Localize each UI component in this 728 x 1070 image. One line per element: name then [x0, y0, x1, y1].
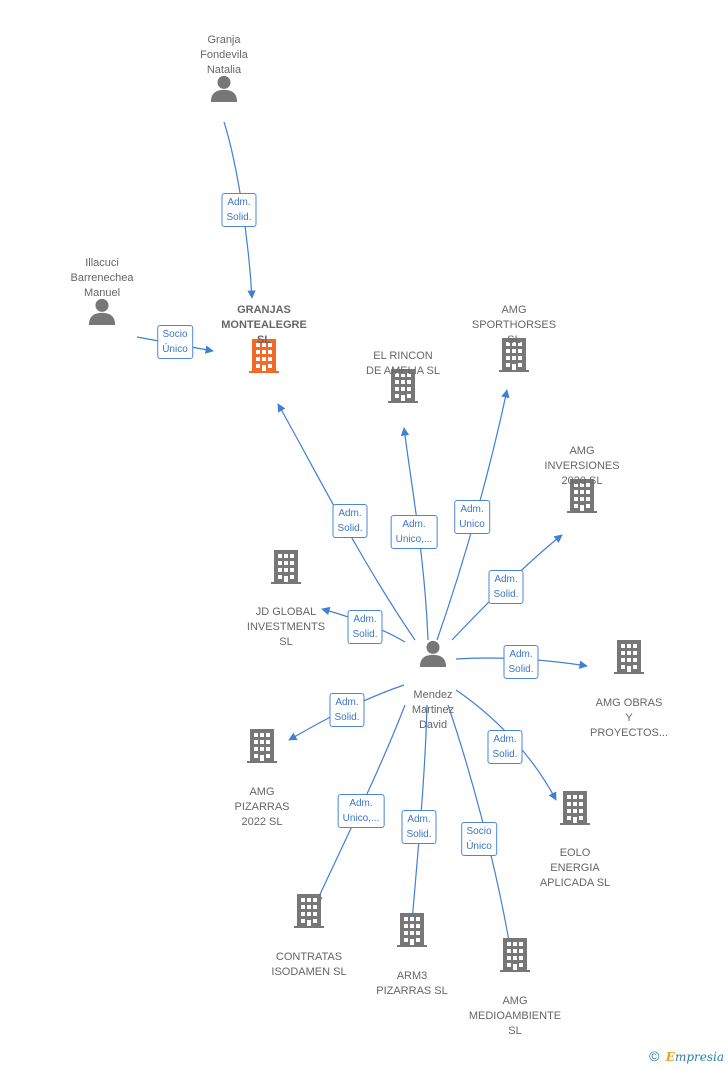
building-icon-contratas[interactable] — [294, 894, 324, 928]
edge-label-mendez-rincon[interactable]: Adm.Unico,... — [390, 515, 438, 549]
edge-label-mendez-contratas[interactable]: Adm.Unico,... — [337, 794, 385, 828]
building-icon-arm3[interactable] — [397, 913, 427, 947]
edge-mendez-medioambiente — [447, 704, 513, 948]
edge-label-mendez-obras[interactable]: Adm.Solid. — [503, 645, 539, 679]
building-icon-medioambiente[interactable] — [500, 938, 530, 972]
person-icon-illacuci[interactable] — [88, 298, 116, 325]
empresia-logo: Empresia — [665, 1050, 724, 1064]
edge-label-granja-granjas[interactable]: Adm.Solid. — [221, 193, 257, 227]
edge-label-mendez-eolo[interactable]: Adm.Solid. — [487, 730, 523, 764]
edge-label-mendez-pizarras2022[interactable]: Adm.Solid. — [329, 693, 365, 727]
footer-brand[interactable]: © Empresia — [649, 1048, 724, 1064]
edge-label-mendez-sporthorses[interactable]: Adm.Unico — [454, 500, 490, 534]
building-icon-pizarras2022[interactable] — [247, 729, 277, 763]
person-icon-granja[interactable] — [210, 75, 238, 102]
building-icon-eolo[interactable] — [560, 791, 590, 825]
person-icon-mendez[interactable] — [419, 640, 447, 667]
edge-label-mendez-inversiones[interactable]: Adm.Solid. — [488, 570, 524, 604]
edge-label-mendez-granjas[interactable]: Adm.Solid. — [332, 504, 368, 538]
edge-label-mendez-jdglobal[interactable]: Adm.Solid. — [347, 610, 383, 644]
building-icon-jdglobal[interactable] — [271, 550, 301, 584]
edge-label-mendez-arm3[interactable]: Adm.Solid. — [401, 810, 437, 844]
building-icon-obras[interactable] — [614, 640, 644, 674]
copyright-symbol: © — [649, 1048, 660, 1064]
